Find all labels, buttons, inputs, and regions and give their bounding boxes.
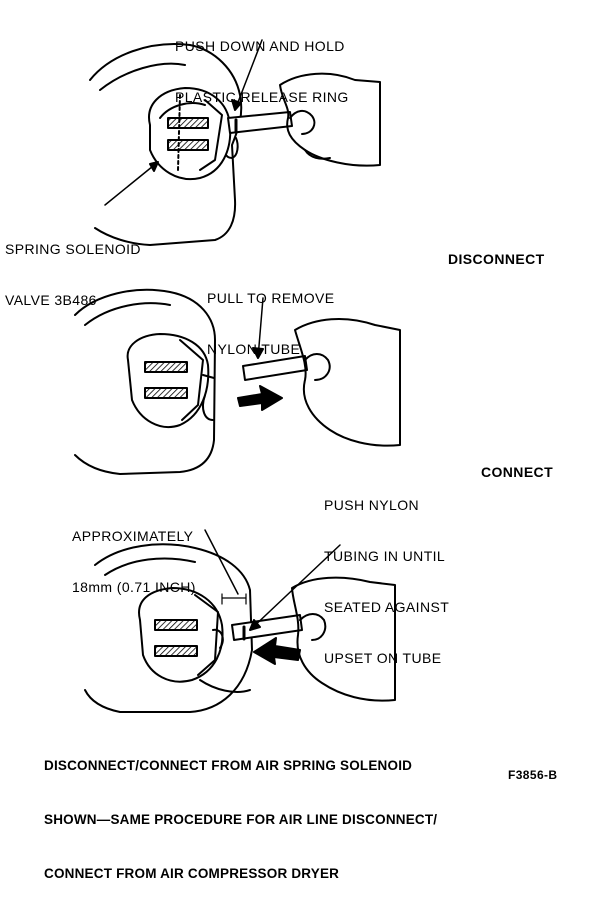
panel-1-drawing xyxy=(89,39,381,246)
leader-valve xyxy=(104,161,159,206)
left-hand-2 xyxy=(74,288,216,475)
callout-solenoid-valve: SPRING SOLENOID VALVE 3B486 xyxy=(5,207,141,326)
disconnect-arrow xyxy=(237,385,283,411)
leader-approx xyxy=(204,529,239,595)
nylon-tube-3 xyxy=(231,614,303,641)
callout-solenoid-valve-line-2: VALVE 3B486 xyxy=(5,292,97,308)
right-hand-1 xyxy=(279,72,381,167)
leader-push xyxy=(249,544,341,631)
callout-approximately-line-2: 18mm (0.71 INCH) xyxy=(72,579,196,595)
panel-3-drawing xyxy=(84,529,396,713)
disconnect-header: DISCONNECT xyxy=(448,251,545,267)
right-hand-2 xyxy=(294,317,401,447)
figure-id: F3856-B xyxy=(508,768,558,782)
solenoid-valve-2 xyxy=(126,333,215,428)
figure-caption-line-2: SHOWN—SAME PROCEDURE FOR AIR LINE DISCON… xyxy=(44,812,438,827)
left-hand-1 xyxy=(89,43,243,246)
callout-push-tubing-line-2: TUBING IN UNTIL xyxy=(324,548,446,564)
left-hand-3 xyxy=(84,543,253,713)
connect-arrow xyxy=(253,637,301,665)
callout-push-tubing-line-3: SEATED AGAINST xyxy=(324,599,450,615)
callout-push-tubing: PUSH NYLON TUBING IN UNTIL SEATED AGAINS… xyxy=(324,463,449,684)
leader-release-ring xyxy=(234,39,263,111)
callout-pull-tube-line-2: NYLON TUBE xyxy=(207,341,301,357)
callout-solenoid-valve-line-1: SPRING SOLENOID xyxy=(5,241,141,257)
callout-pull-tube-line-1: PULL TO REMOVE xyxy=(207,290,335,306)
right-hand-3 xyxy=(291,576,396,702)
connect-header: CONNECT xyxy=(481,464,554,480)
figure-caption: DISCONNECT/CONNECT FROM AIR SPRING SOLEN… xyxy=(44,721,437,901)
panel-2-drawing xyxy=(74,288,401,475)
callout-approximately: APPROXIMATELY 18mm (0.71 INCH) xyxy=(72,494,196,613)
callout-push-tubing-line-4: UPSET ON TUBE xyxy=(324,650,442,666)
nylon-tube-1 xyxy=(227,111,293,134)
figure-caption-line-3: CONNECT FROM AIR COMPRESSOR DRYER xyxy=(44,866,340,881)
callout-release-ring-line-2: PLASTIC RELEASE RING xyxy=(175,89,349,105)
callout-approximately-line-1: APPROXIMATELY xyxy=(72,528,194,544)
figure-caption-line-1: DISCONNECT/CONNECT FROM AIR SPRING SOLEN… xyxy=(44,758,413,773)
solenoid-valve-3 xyxy=(138,587,224,683)
callout-pull-tube: PULL TO REMOVE NYLON TUBE xyxy=(207,256,335,375)
callout-push-tubing-line-1: PUSH NYLON xyxy=(324,497,420,513)
nylon-tube-2 xyxy=(242,355,308,381)
illustration xyxy=(74,39,401,713)
callout-release-ring: PUSH DOWN AND HOLD PLASTIC RELEASE RING xyxy=(175,4,349,123)
callout-release-ring-line-1: PUSH DOWN AND HOLD xyxy=(175,38,345,54)
